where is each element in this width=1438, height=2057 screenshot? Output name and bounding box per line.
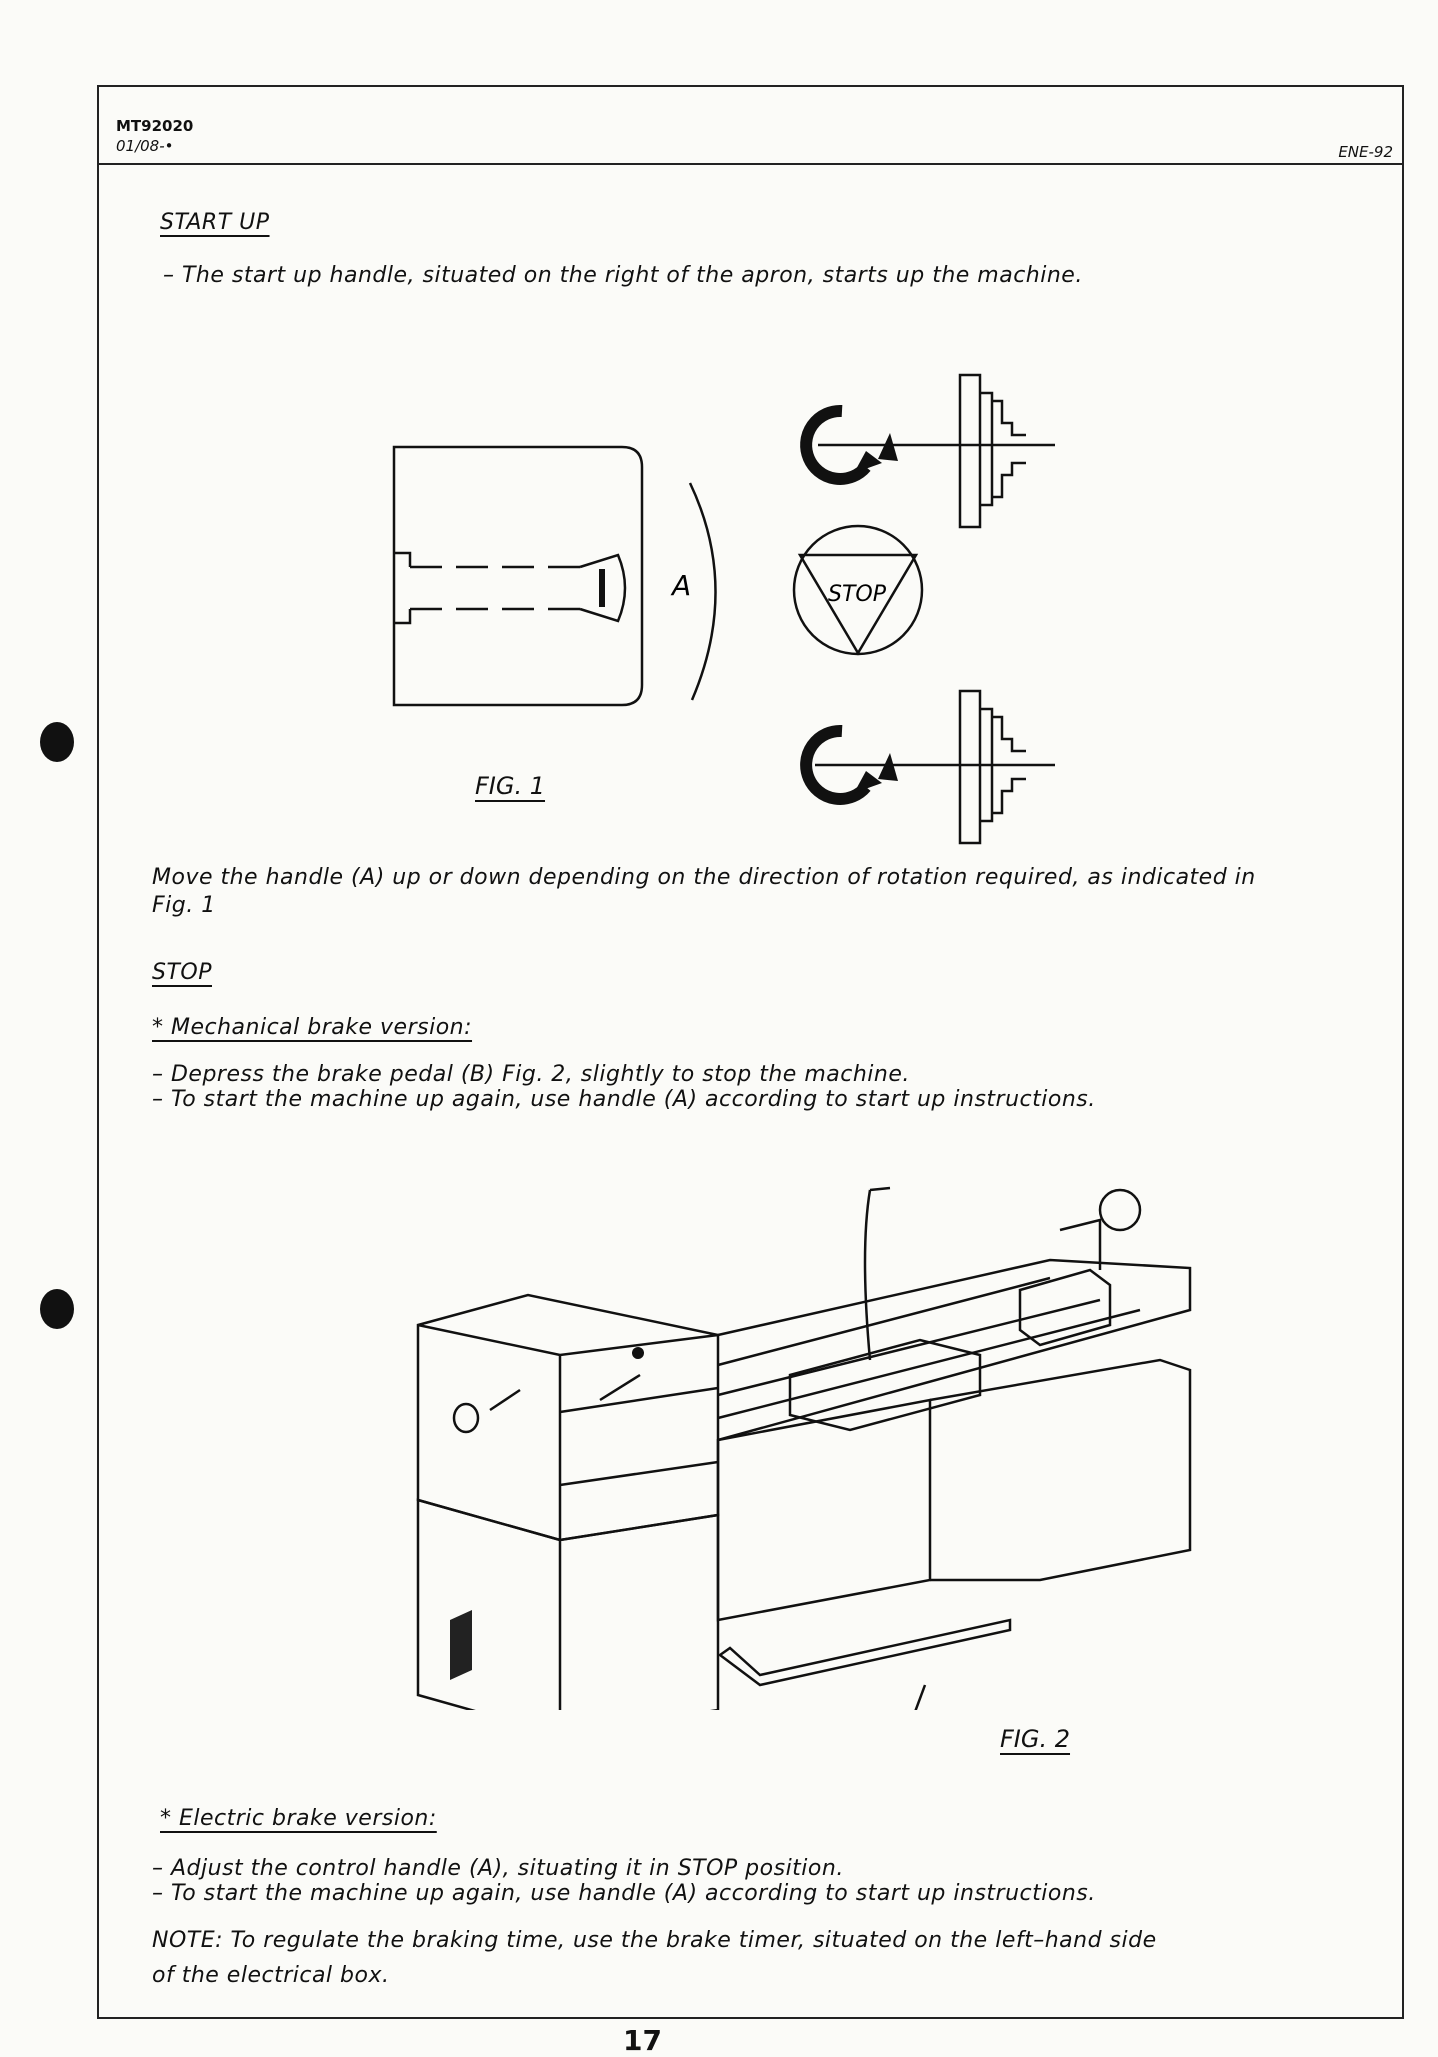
rotation-arc [688,482,717,701]
pedal-leader [914,1684,927,1710]
right-pedestal [929,1358,1192,1582]
page-frame [97,85,1404,2019]
note-line-1: NOTE: To regulate the braking time, use … [152,1928,1157,1953]
brake-pedal [717,1618,1012,1687]
instructions-line-2: Fig. 1 [152,893,216,918]
mechanical-brake-heading: * Mechanical brake version: [152,1015,473,1040]
electric-brake-heading: * Electric brake version: [160,1806,437,1831]
start-up-text: – The start up handle, situated on the r… [163,263,1083,288]
header-divider [97,163,1402,165]
figure-2-lathe: B [416,1186,1192,1710]
handle-knob [579,553,627,623]
instructions-line-1: Move the handle (A) up or down depending… [152,865,1256,890]
carriage [788,1338,982,1432]
headstock-lever-1 [489,1373,641,1412]
bed-ways [717,1276,1141,1420]
electric-line-1: – Adjust the control handle (A), situati… [152,1856,844,1881]
page-number: 17 [623,2024,662,2057]
mechanical-line-2: – To start the machine up again, use han… [152,1087,1096,1112]
tailstock [1018,1218,1112,1347]
splash-guard [863,1186,891,1361]
electric-line-2: – To start the machine up again, use han… [152,1881,1096,1906]
chip-tray-panel [716,1398,932,1622]
chuck-bottom [958,689,1026,845]
handle-base [394,551,412,625]
document-code: MT92020 [116,117,194,135]
figure-1-label: FIG. 1 [475,772,546,800]
stop-heading: STOP [152,960,212,985]
tailstock-wheel [1098,1188,1142,1232]
apron-outline [392,445,644,707]
handle-label-a: A [670,569,691,602]
headstock [416,1293,720,1542]
note-line-2: of the electrical box. [152,1963,390,1988]
stop-text: STOP [828,582,887,607]
bed [717,1258,1192,1442]
headstock-panel-seam [559,1386,719,1487]
start-up-heading: START UP [160,210,270,235]
figure-2-label: FIG. 2 [1000,1725,1071,1753]
mechanical-line-1: – Depress the brake pedal (B) Fig. 2, sl… [152,1062,910,1087]
punch-hole-top [40,722,74,762]
stop-triangle [797,553,919,656]
cabinet [416,1498,720,1710]
headstock-dial [452,1402,480,1434]
chuck-top [958,373,1026,529]
document-reference: ENE-92 [1338,143,1393,161]
punch-hole-bottom [40,1289,74,1329]
document-revision: 01/08-• [116,137,174,155]
figure-1: A STOP [392,373,1055,845]
